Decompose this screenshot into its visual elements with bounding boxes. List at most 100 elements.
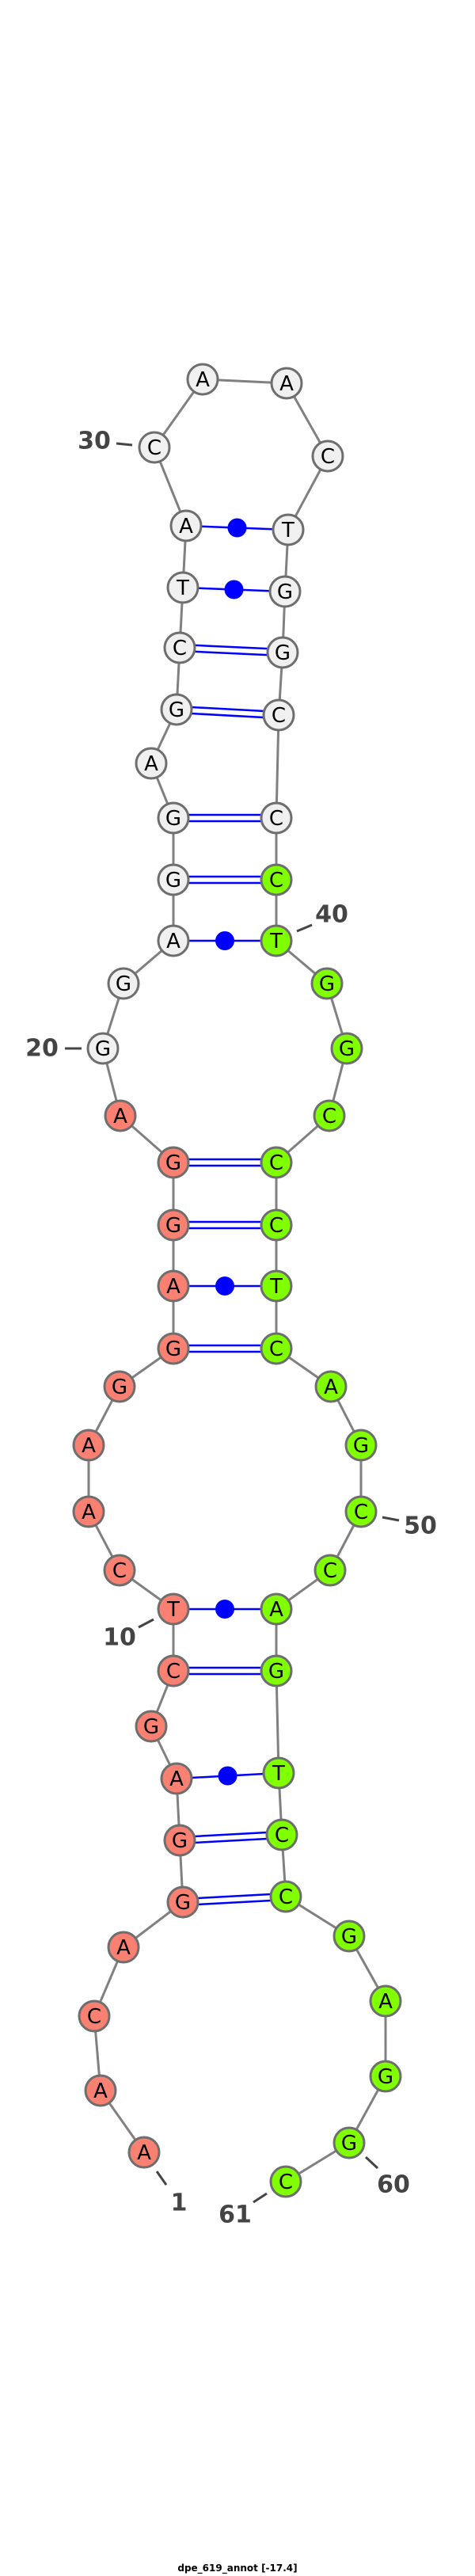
- base-pair-6-55: [179, 1830, 283, 1845]
- base-pair-26-37: [176, 705, 279, 720]
- nucleotide-letter: T: [166, 1598, 180, 1622]
- structure-title: dpe_619_annot [-17.4]: [177, 2563, 298, 2574]
- nucleotide-letter: A: [378, 1990, 393, 2014]
- nucleotide-48: A: [314, 1370, 348, 1403]
- nucleotide-12: A: [72, 1495, 105, 1528]
- nucleotide-circle: [272, 513, 305, 546]
- nucleotide-55: C: [265, 1818, 298, 1851]
- nucleotide-8: G: [135, 1710, 168, 1743]
- nucleotide-26: G: [160, 693, 193, 726]
- base-pair-18-44: [173, 1158, 276, 1167]
- nucleotide-circle: [266, 636, 299, 669]
- nucleotide-41: G: [310, 967, 344, 1000]
- nucleotide-letter: A: [82, 1434, 96, 1458]
- backbone: [87, 378, 387, 2183]
- nucleotide-15: G: [157, 1332, 190, 1365]
- base-pair-28-35: [182, 580, 286, 599]
- nucleotide-circle: [332, 2126, 366, 2159]
- nucleotide-letter: T: [269, 930, 283, 953]
- nucleotide-3: C: [78, 2000, 111, 2033]
- position-label-20: 20: [25, 1035, 59, 1063]
- pair-dot: [218, 1766, 238, 1786]
- nucleotide-circle: [103, 1370, 136, 1403]
- nucleotide-letter: C: [269, 869, 283, 892]
- nucleotide-2: A: [84, 2074, 117, 2107]
- pair-bond-line: [179, 649, 283, 657]
- nucleotide-28: T: [166, 571, 200, 604]
- nucleotide-circle: [330, 1032, 363, 1065]
- nucleotide-circle: [344, 1429, 378, 1462]
- nucleotide-circle: [269, 1880, 302, 1913]
- pair-bond-line: [183, 1898, 287, 1907]
- nucleotide-letter: C: [269, 807, 283, 831]
- nucleotide-letter: T: [176, 576, 189, 600]
- nucleotide-letter: G: [95, 1037, 111, 1061]
- nucleotide-letter: A: [179, 515, 193, 538]
- nucleotide-circle: [260, 1332, 293, 1365]
- nucleotide-30: C: [138, 431, 171, 464]
- nucleotide-circle: [186, 363, 219, 396]
- nucleotide-letter: G: [165, 807, 181, 831]
- nucleotide-44: C: [260, 1146, 293, 1179]
- nucleotide-letter: A: [196, 368, 210, 392]
- nucleotide-11: C: [103, 1554, 136, 1587]
- nucleotide-letter: G: [172, 1829, 188, 1853]
- pair-dot: [227, 518, 247, 538]
- backbone-link: [275, 1670, 280, 1774]
- nucleotide-21: G: [107, 967, 140, 1000]
- nucleotide-letter: A: [324, 1376, 338, 1399]
- nucleotide-16: A: [157, 1269, 190, 1303]
- nucleotide-circle: [260, 1592, 293, 1626]
- pair-bond-line: [176, 711, 279, 720]
- nucleotide-circle: [260, 1269, 293, 1303]
- nucleotide-circle: [260, 1146, 293, 1179]
- nucleotide-circle: [310, 967, 344, 1000]
- base-pair-15-47: [173, 1344, 276, 1353]
- nucleotide-circle: [160, 1762, 193, 1795]
- nucleotide-letter: C: [322, 1105, 336, 1128]
- nucleotide-letter: C: [173, 637, 187, 660]
- nucleotide-7: A: [160, 1762, 193, 1795]
- nucleotide-circle: [262, 698, 295, 732]
- nucleotide-letter: A: [113, 1105, 127, 1128]
- nucleotide-45: C: [260, 1208, 293, 1242]
- nucleotide-letter: A: [166, 1275, 180, 1299]
- nucleotide-circle: [260, 1208, 293, 1242]
- nucleotide-letter: C: [323, 1559, 337, 1583]
- nucleotide-14: G: [103, 1370, 136, 1403]
- position-label-10: 10: [103, 1624, 136, 1652]
- nucleotide-circle: [157, 801, 190, 835]
- nucleotide-letter: T: [269, 1275, 283, 1299]
- pair-dot: [215, 1600, 234, 1619]
- nucleotide-59: G: [369, 2060, 402, 2093]
- nucleotide-31: A: [186, 363, 219, 396]
- nucleotide-53: G: [260, 1654, 293, 1688]
- nucleotide-circle: [72, 1495, 105, 1528]
- position-label-40: 40: [315, 901, 348, 929]
- nucleotide-letter: C: [269, 1151, 283, 1175]
- nucleotide-letter: G: [319, 972, 335, 996]
- nucleotide-32: A: [270, 367, 303, 400]
- nucleotide-25: A: [135, 747, 168, 780]
- nucleotide-circle: [163, 631, 196, 664]
- base-pairs: [173, 518, 289, 1907]
- nucleotide-circle: [157, 1269, 190, 1303]
- pair-dot: [215, 931, 234, 950]
- nucleotide-circle: [157, 1592, 190, 1626]
- label-tick: [382, 1516, 400, 1522]
- nucleotide-letter: A: [137, 2141, 151, 2165]
- nucleotide-19: A: [104, 1099, 137, 1132]
- nucleotide-circle: [103, 1554, 136, 1587]
- nucleotide-letter: C: [269, 1214, 283, 1238]
- base-pair-5-56: [182, 1892, 287, 1907]
- nucleotide-34: T: [272, 513, 305, 546]
- nucleotide-40: T: [260, 924, 293, 957]
- nucleotide-letter: C: [279, 1885, 293, 1909]
- nucleotide-circle: [107, 1931, 140, 1964]
- nucleotide-39: C: [260, 863, 293, 896]
- pair-dot: [215, 1277, 234, 1296]
- nucleotide-circle: [344, 1495, 378, 1528]
